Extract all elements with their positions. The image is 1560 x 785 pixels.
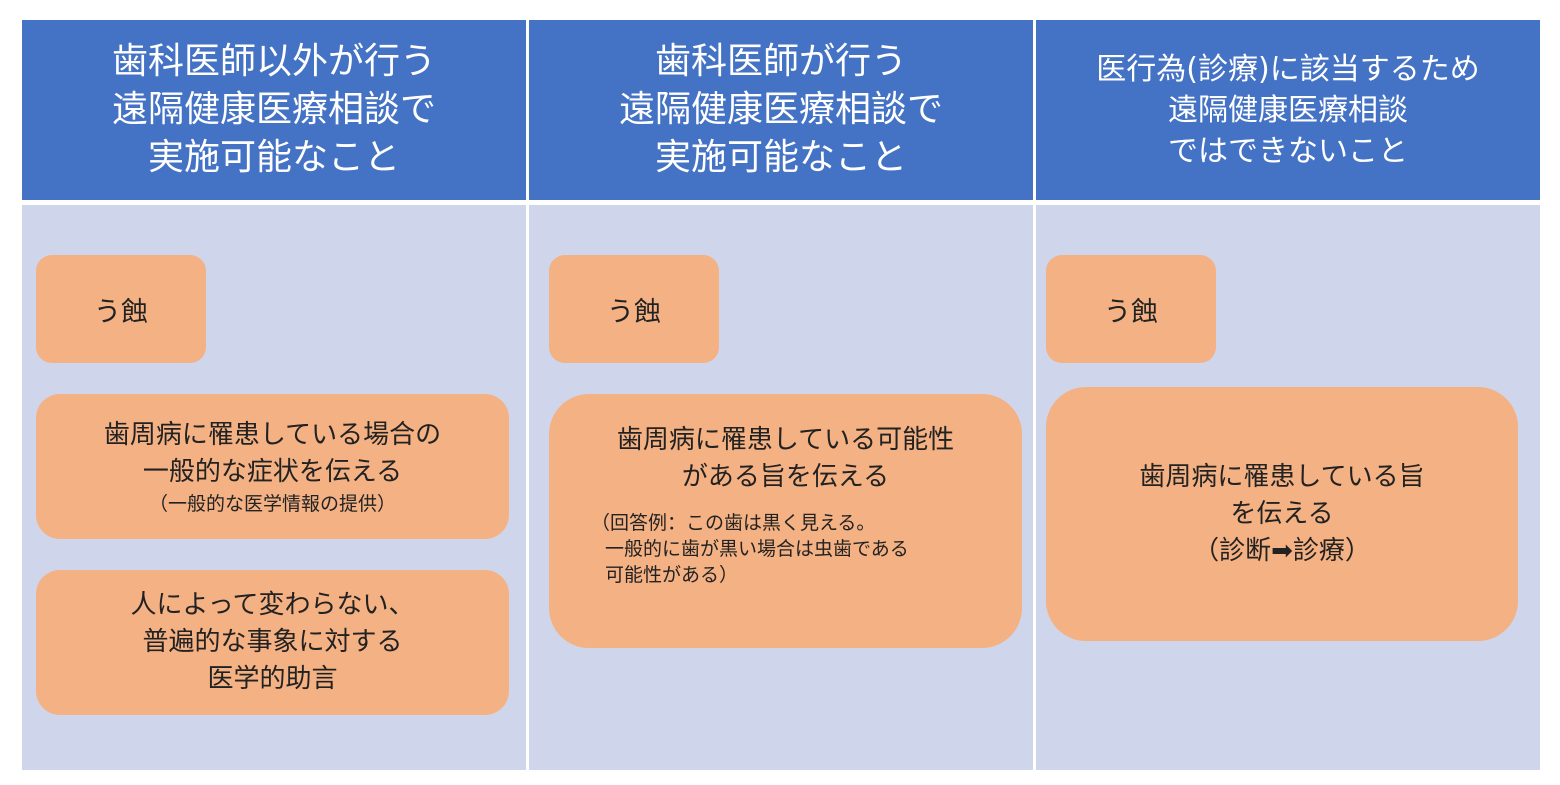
box-text-line: を伝える bbox=[1230, 498, 1334, 529]
caries-label: う蝕 bbox=[607, 296, 661, 328]
header-line: 実施可能なこと bbox=[147, 137, 400, 178]
header-line: 歯科医師が行う bbox=[654, 41, 907, 82]
example-answer: （回答例：この歯は黒く見える。 一般的に歯が黒い場合は虫歯である 可能性がある） bbox=[591, 510, 909, 588]
header-line: 医行為(診療)に該当するため bbox=[1096, 51, 1480, 87]
header-line: 遠隔健康医療相談で bbox=[618, 89, 943, 130]
diagnosis-box: 歯周病に罹患している旨 を伝える （診断➡診療） bbox=[1046, 387, 1518, 641]
caries-label: う蝕 bbox=[1104, 296, 1158, 328]
header-not-allowed: 医行為(診療)に該当するため 遠隔健康医療相談 ではできないこと bbox=[1036, 20, 1540, 200]
header-line: 歯科医師以外が行う bbox=[111, 41, 436, 82]
box-text-line: がある旨を伝える bbox=[681, 462, 890, 492]
example-answer-line: 一般的に歯が黒い場合は虫歯である bbox=[605, 538, 909, 560]
box-text-line: 一般的な症状を伝える bbox=[142, 456, 403, 487]
header-line: ではできないこと bbox=[1168, 133, 1408, 169]
header-line: 遠隔健康医療相談 bbox=[1168, 92, 1408, 128]
box-text-line: 歯周病に罹患している場合の bbox=[103, 419, 442, 450]
header-non-dentist: 歯科医師以外が行う 遠隔健康医療相談で 実施可能なこと bbox=[22, 20, 526, 200]
caries-box: う蝕 bbox=[36, 255, 206, 363]
column-dentist: う蝕 歯周病に罹患している可能性 がある旨を伝える （回答例：この歯は黒く見える… bbox=[529, 205, 1033, 770]
box-text-line: 歯周病に罹患している可能性 bbox=[616, 425, 955, 455]
header-line: 遠隔健康医療相談で bbox=[111, 89, 436, 130]
box-note: （一般的な医学情報の提供） bbox=[148, 492, 396, 515]
caries-box: う蝕 bbox=[549, 255, 719, 363]
possible-periodontitis-box: 歯周病に罹患している可能性 がある旨を伝える （回答例：この歯は黒く見える。 一… bbox=[549, 394, 1022, 648]
header-line: 実施可能なこと bbox=[654, 137, 907, 178]
box-text-line: 医学的助言 bbox=[207, 664, 338, 694]
column-non-dentist: う蝕 歯周病に罹患している場合の 一般的な症状を伝える （一般的な医学情報の提供… bbox=[22, 205, 526, 770]
universal-advice-box: 人によって変わらない、 普遍的な事象に対する 医学的助言 bbox=[36, 570, 509, 715]
header-dentist: 歯科医師が行う 遠隔健康医療相談で 実施可能なこと bbox=[529, 20, 1033, 200]
example-answer-line: （回答例：この歯は黒く見える。 bbox=[591, 512, 876, 534]
box-text-line: 人によって変わらない、 bbox=[130, 590, 415, 620]
example-answer-line: 可能性がある） bbox=[605, 564, 739, 586]
box-text-line: 歯周病に罹患している旨 bbox=[1139, 461, 1425, 492]
box-text-line: 普遍的な事象に対する bbox=[142, 627, 403, 657]
column-not-allowed: う蝕 歯周病に罹患している旨 を伝える （診断➡診療） bbox=[1036, 205, 1540, 770]
caries-box: う蝕 bbox=[1046, 255, 1216, 363]
caries-label: う蝕 bbox=[94, 296, 148, 328]
general-symptoms-box: 歯周病に罹患している場合の 一般的な症状を伝える （一般的な医学情報の提供） bbox=[36, 394, 509, 539]
box-text-line: （診断➡診療） bbox=[1193, 535, 1371, 566]
